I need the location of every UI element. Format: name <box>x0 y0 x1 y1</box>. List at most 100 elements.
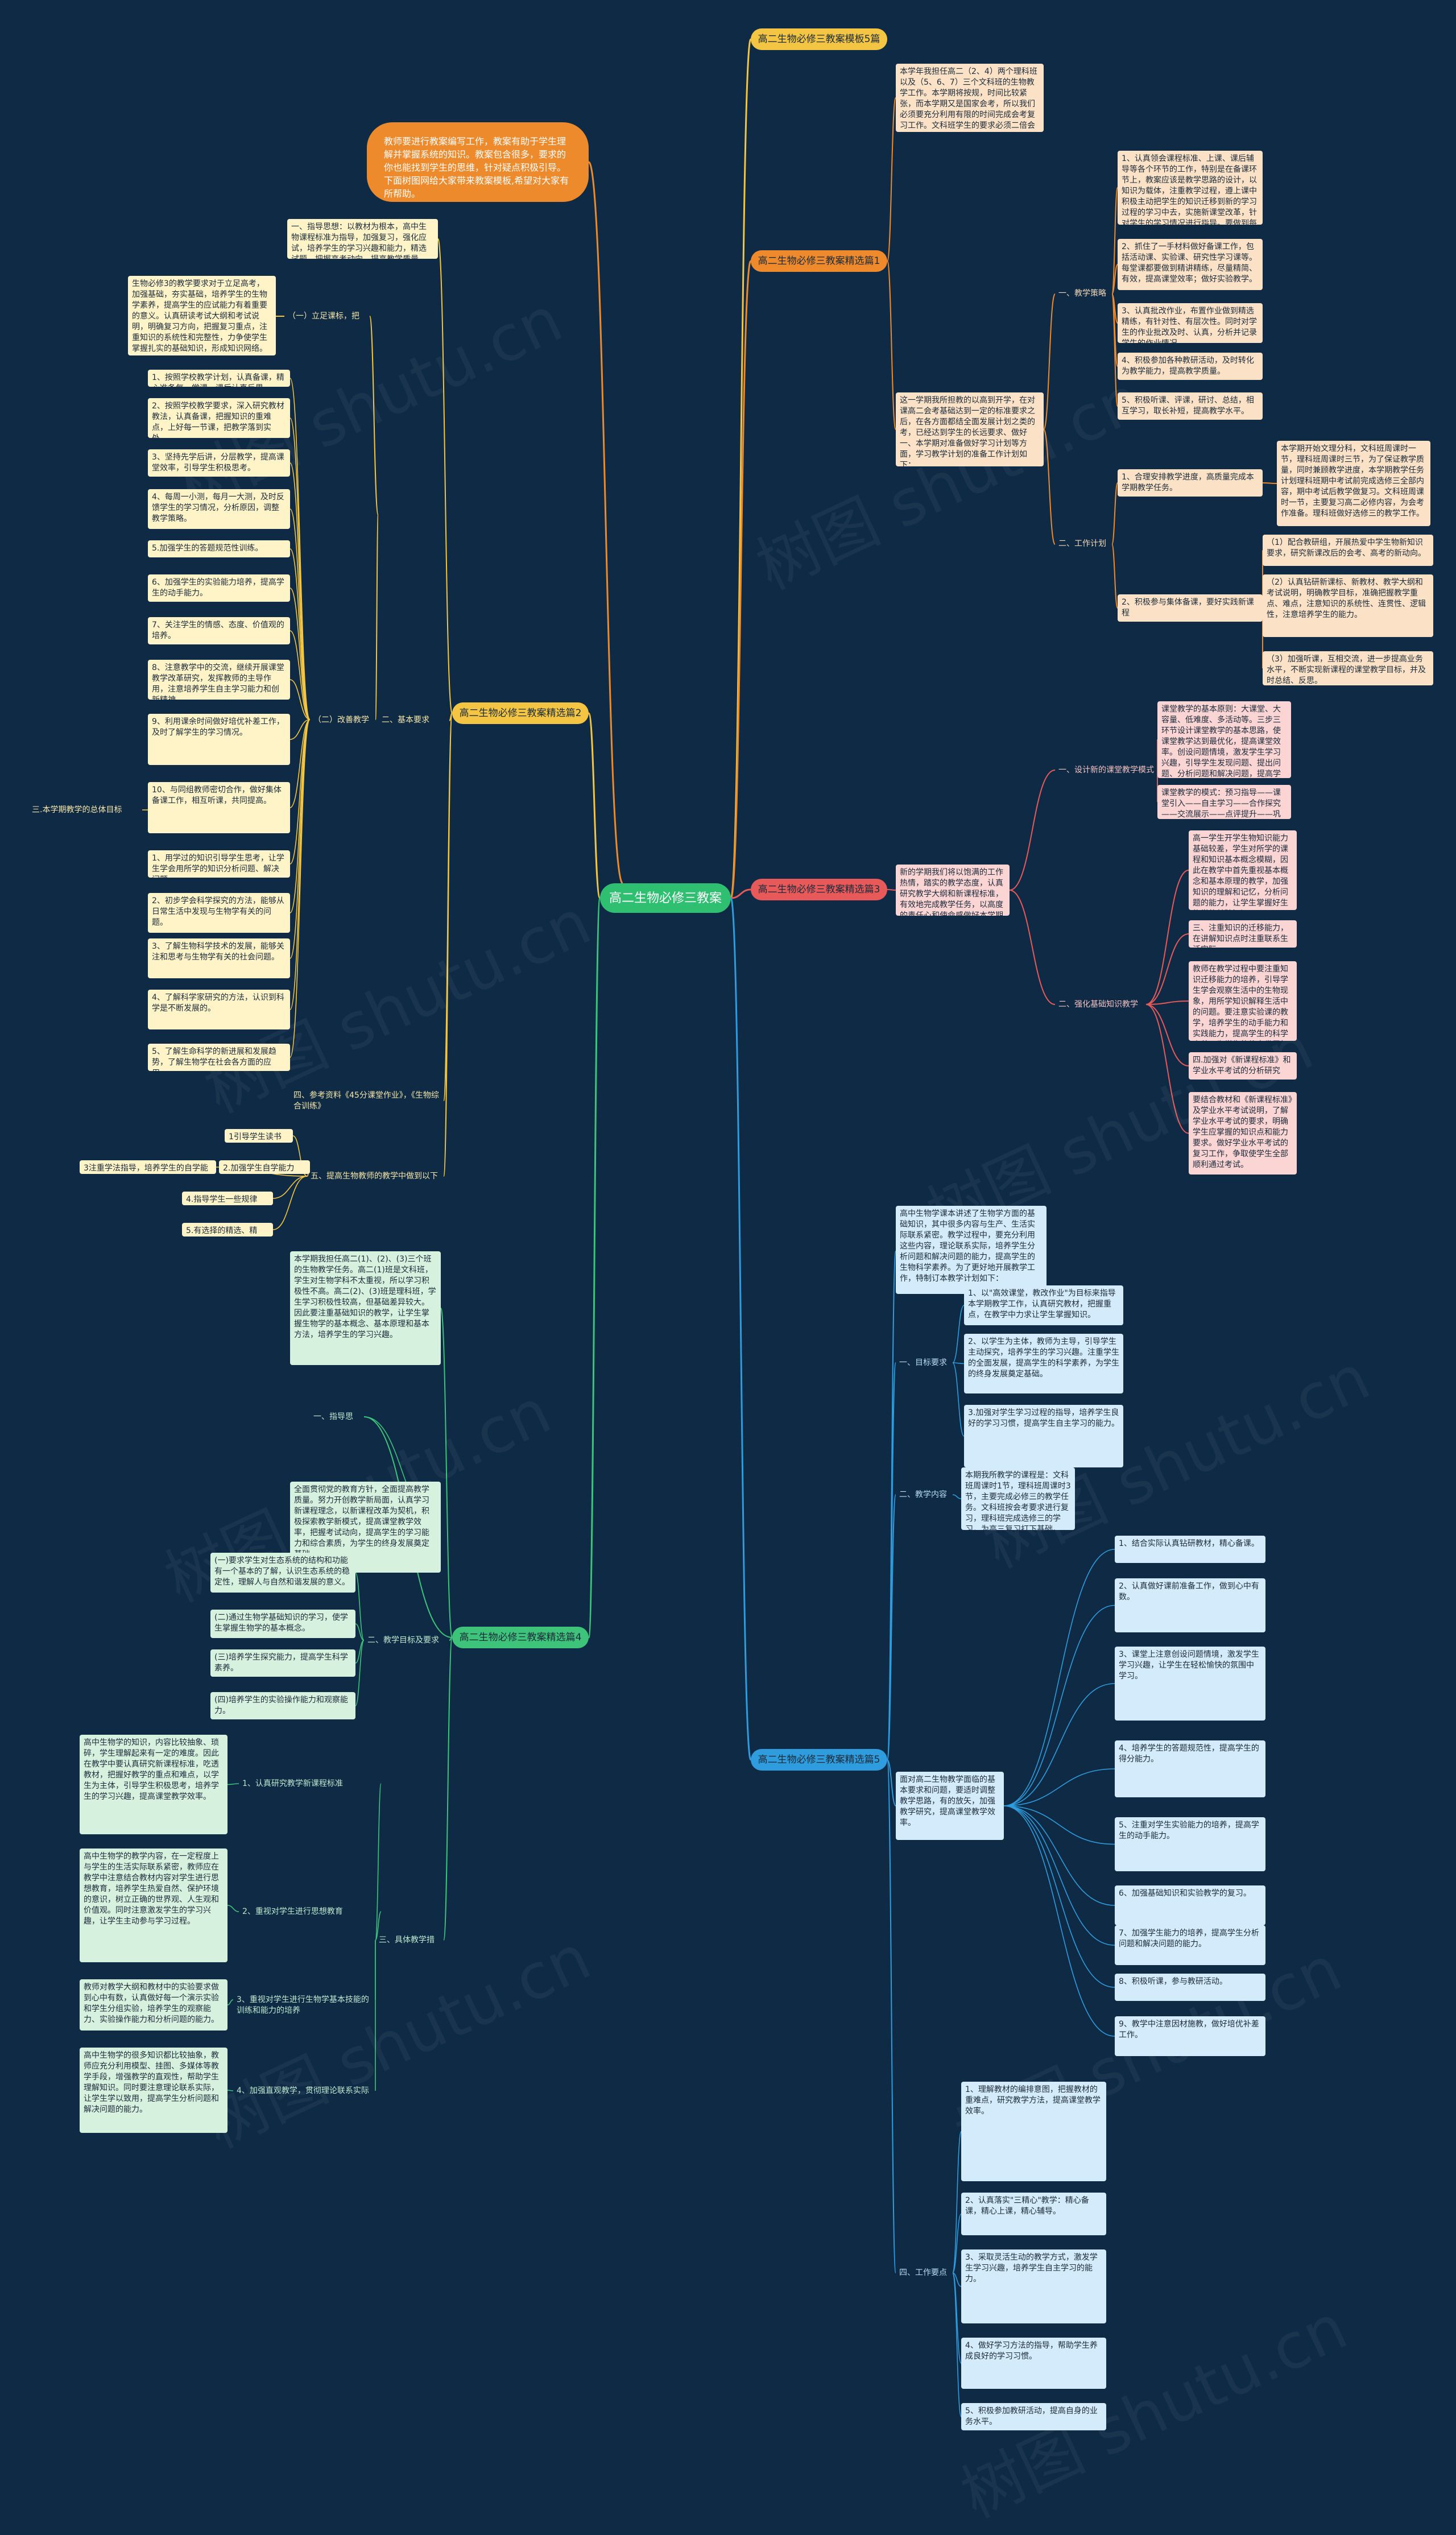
b2-basic-req-label[interactable]: 二、基本要求 <box>382 716 429 725</box>
b4-measure-text[interactable]: 高中生物学的很多知识都比较抽象，教师应充分利用模型、挂图、多媒体等教学手段，增强… <box>80 2048 228 2133</box>
branch-article-2[interactable]: 高二生物必修三教案精选篇2 <box>452 702 589 724</box>
intro-note-bubble[interactable]: 教师要进行教案编写工作，教案有助于学生理解并掌握系统的知识。教案包含很多，要求的… <box>367 122 589 202</box>
b5-worklist-item[interactable]: 2、认真落实"三精心"教学：精心备课，精心上课，精心辅导。 <box>961 2193 1106 2235</box>
root-topic[interactable]: 高二生物必修三教案 <box>600 883 731 913</box>
b5-measures-intro[interactable]: 面对高二生物教学面临的基本要求和问题，要适时调整教学思路，有的放矢，加强教学研究… <box>896 1772 1004 1840</box>
b2-req-item[interactable]: 4、了解科学家研究的方法，认识到科学是不断发展的。 <box>148 990 290 1029</box>
b4-objective-item[interactable]: (四)培养学生的实验操作能力和观察能力。 <box>210 1692 355 1719</box>
branch-article-4[interactable]: 高二生物必修三教案精选篇4 <box>452 1627 589 1648</box>
b5-goal-item[interactable]: 2、以学生为主体，教师为主导，引导学生主动探究，培养学生的学习兴趣。注重学生的全… <box>964 1334 1123 1393</box>
b5-worklist-item[interactable]: 3、采取灵活生动的教学方式，激发学生学习兴趣，培养学生自主学习的能力。 <box>961 2249 1106 2323</box>
b4-measure-title[interactable]: 3、重视对学生进行生物学基本技能的训练和能力的培养 <box>237 1995 369 2015</box>
b5-measure-item[interactable]: 4、培养学生的答题规范性，提高学生的得分能力。 <box>1115 1740 1265 1797</box>
b2-guideline-text[interactable]: 一、指导思想：以教材为根本，高中生物课程标准为指导，加强复习，强化应试，培养学生… <box>287 219 438 259</box>
b3-basics-label[interactable]: 二、强化基础知识教学 <box>1058 1000 1138 1009</box>
b1-strategy-item[interactable]: 4、积极参加各种教研活动，及时转化为教学能力，提高教学质量。 <box>1118 353 1263 380</box>
b5-worklist-item[interactable]: 1、理解教材的编排意图，把握教材的重难点，研究教学方法，提高课堂教学效率。 <box>961 2082 1106 2181</box>
b5-measure-item[interactable]: 7、加强学生能力的培养，提高学生分析问题和解决问题的能力。 <box>1115 1925 1265 1965</box>
b5-content-label[interactable]: 二、教学内容 <box>899 1490 947 1499</box>
b3-basics-item[interactable]: 四.加强对《新课程标准》和学业水平考试的分析研究 <box>1189 1052 1297 1080</box>
b4-guideline-label[interactable]: 一、指导思想 <box>313 1412 353 1421</box>
b1-strategy-label[interactable]: 一、教学策略 <box>1058 289 1106 298</box>
branch-article-5[interactable]: 高二生物必修三教案精选篇5 <box>751 1749 887 1771</box>
b1-plan-label[interactable]: 二、工作计划 <box>1058 539 1106 548</box>
b1-plan-detail[interactable]: 本学期开始文理分科，文科班周课时一节，理科班周课时三节，为了保证教学质量，同时兼… <box>1277 441 1430 526</box>
b2-req-item[interactable]: 1、按照学校教学计划，认真备课，精心准备每一堂课，课后认真反思。 <box>148 370 290 387</box>
branch-article-1[interactable]: 高二生物必修三教案精选篇1 <box>751 250 887 272</box>
b2-tip-item[interactable]: 3注重学法指导，培养学生的自学能力 <box>80 1160 216 1174</box>
b1-strategy-item[interactable]: 3、认真批改作业，布置作业做到精选精练，有针对性、有层次性。同时对学生的作业批改… <box>1118 303 1263 343</box>
b4-measure-title[interactable]: 1、认真研究教学新课程标准 <box>242 1779 343 1788</box>
b4-intro-note[interactable]: 本学期我担任高二(1)、(2)、(3)三个班的生物教学任务。高二(1)班是文科班… <box>290 1251 441 1365</box>
b1-plan-detail[interactable]: （3）加强听课，互相交流，进一步提高业务水平，不断实现新课程的课堂教学目标，并及… <box>1263 651 1433 685</box>
b4-measure-text[interactable]: 高中生物学的知识，内容比较抽象、琐碎，学生理解起来有一定的难度。因此在教学中要认… <box>80 1735 228 1834</box>
b5-worklist-item[interactable]: 4、做好学习方法的指导，帮助学生养成良好的学习习惯。 <box>961 2338 1106 2389</box>
branch-summary[interactable]: 高二生物必修三教案模板5篇 <box>751 28 887 50</box>
b4-objectives-label[interactable]: 二、教学目标及要求 <box>367 1636 439 1645</box>
b2-req-item[interactable]: 9、利用课余时间做好培优补差工作，及时了解学生的学习情况。 <box>148 714 290 765</box>
b4-measure-title[interactable]: 4、加强直观教学，贯彻理论联系实际 <box>237 2086 369 2095</box>
b4-measure-title[interactable]: 2、重视对学生进行思想教育 <box>242 1907 343 1916</box>
b2-req-item[interactable]: 3、坚持先学后讲，分层教学，提高课堂效率，引导学生积极思考。 <box>148 449 290 477</box>
b2-req-item[interactable]: 1、用学过的知识引导学生思考，让学生学会用所学的知识分析问题、解决问题。 <box>148 850 290 878</box>
b5-content-text[interactable]: 本期我所教学的课程是：文科班周课时1节，理科班周课时3节，主要完成必修三的教学任… <box>961 1467 1075 1530</box>
b2-tip-item[interactable]: 5.有选择的精选、精练、精讲习题 <box>182 1223 273 1237</box>
b1-strategy-item[interactable]: 1、认真领会课程标准、上课、课后辅导等各个环节的工作，特别是在备课环节上，教案应… <box>1118 151 1263 225</box>
b2-group-label[interactable]: （一）立足课标，把握考点 <box>288 312 359 321</box>
b1-plan-detail[interactable]: （1）配合教研组，开展热爱中学生物新知识要求，研究新课改后的会考、高考的新动向。 <box>1263 535 1433 566</box>
b5-worklist-label[interactable]: 四、工作要点 <box>899 2268 947 2277</box>
b5-worklist-item[interactable]: 5、积极参加教研活动，提高自身的业务水平。 <box>961 2403 1106 2430</box>
b3-basics-item[interactable]: 要结合教材和《新课程标准》及学业水平考试说明，了解学业水平考试的要求，明确学生应… <box>1189 1092 1297 1175</box>
b2-group2-label[interactable]: （二）改善教学方法 <box>313 716 369 725</box>
b5-goal-item[interactable]: 3.加强对学生学习过程的指导，培养学生良好的学习习惯，提高学生自主学习的能力。 <box>964 1405 1123 1467</box>
b2-req-item[interactable]: 8、注意教学中的交流，继续开展课堂教学改革研究，发挥教师的主导作用，注意培养学生… <box>148 660 290 700</box>
b5-measure-item[interactable]: 6、加强基础知识和实验教学的复习。 <box>1115 1885 1265 1925</box>
b5-goals-label[interactable]: 一、目标要求 <box>899 1358 947 1367</box>
b2-goal-label[interactable]: 三.本学期教学的总体目标 <box>32 805 122 814</box>
b3-basics-item[interactable]: 三、注重知识的迁移能力，在讲解知识点时注重联系生活实际。 <box>1189 920 1297 948</box>
branch-article-3[interactable]: 高二生物必修三教案精选篇3 <box>751 879 887 900</box>
b2-req-item[interactable]: 10、与同组教师密切合作，做好集体备课工作，相互听课，共同提高。 <box>148 782 290 833</box>
b2-req-item[interactable]: 6、加强学生的实验能力培养，提高学生的动手能力。 <box>148 574 290 602</box>
b2-group-text[interactable]: 生物必修3的教学要求对于立足高考，加强基础，夯实基础，培养学生的生物学素养，提高… <box>128 276 276 355</box>
b2-req-item[interactable]: 2、按照学校教学要求，深入研究教材教法，认真备课，把握知识的重难点，上好每一节课… <box>148 398 290 438</box>
b4-objective-item[interactable]: (一)要求学生对生态系统的结构和功能有一个基本的了解，认识生态系统的稳定性，理解… <box>210 1553 355 1593</box>
b2-reference-label[interactable]: 四、参考资料《45分课堂作业》，《生物综合训练》 <box>293 1091 439 1111</box>
b5-measure-item[interactable]: 2、认真做好课前准备工作，做到心中有数。 <box>1115 1578 1265 1632</box>
b3-basics-item[interactable]: 教师在教学过程中要注重知识迁移能力的培养，引导学生学会观察生活中的生物现象，用所… <box>1189 961 1297 1041</box>
b2-req-item[interactable]: 4、每周一小测，每月一大测，及时反馈学生的学习情况，分析原因，调整教学策略。 <box>148 489 290 529</box>
b5-measure-item[interactable]: 1、结合实际认真钻研教材，精心备课。 <box>1115 1536 1265 1563</box>
b1-prep-note[interactable]: 这一学期我所担教的以高到开学，在对课高二会考基础达到一定的标准要求之后，在各方面… <box>896 392 1044 466</box>
b4-measure-text[interactable]: 高中生物学的教学内容，在一定程度上与学生的生活实际联系紧密，教师应在教学中注意结… <box>80 1848 228 1962</box>
b2-req-item[interactable]: 7、关注学生的情感、态度、价值观的培养。 <box>148 617 290 644</box>
b2-tip-item[interactable]: 2.加强学生自学能力 <box>219 1160 310 1174</box>
b3-model-item[interactable]: 课堂教学的模式：预习指导——课堂引入——自主学习——合作探究——交流展示——点评… <box>1157 785 1291 819</box>
b4-objective-item[interactable]: (二)通过生物学基础知识的学习，使学生掌握生物学的基本概念。 <box>210 1610 355 1638</box>
b1-plan-item[interactable]: 1、合理安排教学进度，高质量完成本学期教学任务。 <box>1118 469 1263 497</box>
b2-teacher-tips-label[interactable]: 五、提高生物教师的教学中做到以下几点 <box>311 1172 438 1181</box>
b2-req-item[interactable]: 3、了解生物科学技术的发展，能够关注和思考与生物学有关的社会问题。 <box>148 938 290 978</box>
b2-tip-item[interactable]: 1引导学生读书自学 <box>225 1129 293 1143</box>
b1-plan-detail[interactable]: （2）认真钻研新课标、新教材、教学大纲和考试说明，明确教学目标，准确把握教学重点… <box>1263 574 1433 637</box>
b4-objective-item[interactable]: (三)培养学生探究能力，提高学生科学素养。 <box>210 1649 355 1677</box>
b2-req-item[interactable]: 5、了解生命科学的新进展和发展趋势，了解生物学在社会各方面的应用。 <box>148 1044 290 1071</box>
b3-classroom-model-label[interactable]: 一、设计新的课堂教学模式 <box>1058 766 1154 775</box>
b2-req-item[interactable]: 5.加强学生的答题规范性训练。 <box>148 540 290 557</box>
b1-plan-item[interactable]: 2、积极参与集体备课，要好实践新课程 <box>1118 594 1263 622</box>
b4-measures-label[interactable]: 三、具体教学措施 <box>379 1936 435 1945</box>
b2-req-item[interactable]: 2、初步学会科学探究的方法，能够从日常生活中发现与生物学有关的问题。 <box>148 893 290 933</box>
b4-measure-text[interactable]: 教师对教学大纲和教材中的实验要求做到心中有数，认真做好每一个演示实验和学生分组实… <box>80 1979 228 2031</box>
b1-strategy-item[interactable]: 5、积极听课、评课，研讨、总结，相互学习，取长补短，提高教学水平。 <box>1118 392 1263 420</box>
b3-model-item[interactable]: 课堂教学的基本原则：大课堂、大容量、低难度、多活动等。三步三环节设计课堂教学的基… <box>1157 701 1291 778</box>
b5-measure-item[interactable]: 5、注重对学生实验能力的培养，提高学生的动手能力。 <box>1115 1817 1265 1871</box>
b5-goal-item[interactable]: 1、以"高效课堂，教改作业"为目标来指导本学期教学工作，认真研究教材，把握重点，… <box>964 1285 1123 1325</box>
b1-strategy-item[interactable]: 2、抓住了一手材料做好备课工作，包括活动课、实验课、研究性学习课等。每堂课都要做… <box>1118 239 1263 290</box>
b3-basics-item[interactable]: 高一学生开学生物知识能力基础较差，学生对所学的课程和知识基本概念模糊，因此在教学… <box>1189 830 1297 910</box>
b2-tip-item[interactable]: 4.指导学生一些规律 <box>182 1192 273 1205</box>
b5-measure-item[interactable]: 8、积极听课，参与教研活动。 <box>1115 1974 1265 2001</box>
b5-measure-item[interactable]: 9、教学中注意因材施教，做好培优补差工作。 <box>1115 2016 1265 2056</box>
b5-intro-note[interactable]: 高中生物学课本讲述了生物学方面的基础知识，其中很多内容与生产、生活实际联系紧密。… <box>896 1206 1046 1294</box>
b1-intro-note[interactable]: 本学年我担任高二（2、4）两个理科班以及（5、6、7）三个文科班的生物教学工作。… <box>896 64 1044 132</box>
b3-intro-note[interactable]: 新的学期我们将以饱满的工作热情，踏实的教学态度，认真研究教学大纲和新课程标准，有… <box>896 865 1010 916</box>
b5-measure-item[interactable]: 3、课堂上注意创设问题情境，激发学生学习兴趣，让学生在轻松愉快的氛围中学习。 <box>1115 1647 1265 1721</box>
